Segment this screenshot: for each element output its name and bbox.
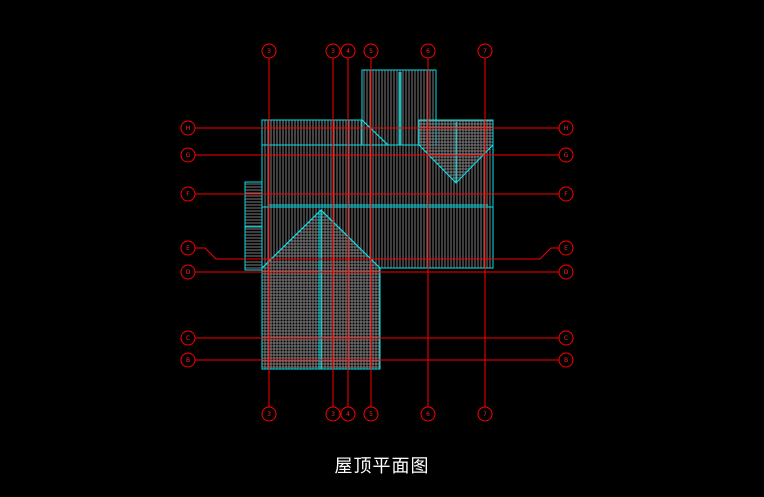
grid-line-horizontal xyxy=(195,247,559,260)
roof-ridge-lines xyxy=(245,72,493,369)
axis-right-bubble xyxy=(558,240,574,256)
axis-top-label: 7 xyxy=(483,48,487,55)
axis-left-bubble xyxy=(180,186,196,202)
axis-left-label: F xyxy=(186,191,190,198)
west-roof-extension xyxy=(244,181,263,271)
drawing-title: 屋顶平面图 xyxy=(334,456,430,477)
axis-bottom-label: 5 xyxy=(369,411,373,418)
axis-bottom-bubble xyxy=(420,406,436,422)
axis-left-label: C xyxy=(186,335,190,342)
axis-right-label: D xyxy=(564,269,569,276)
axis-bottom-label: 3 xyxy=(331,411,335,418)
axis-top-bubble xyxy=(261,43,277,59)
axis-left-label: D xyxy=(186,269,191,276)
axis-bottom-label: 6 xyxy=(426,411,430,418)
north-roof-strip xyxy=(261,119,363,146)
axis-left-label: G xyxy=(186,152,191,159)
axis-left-bubble xyxy=(180,330,196,346)
axis-left-bubble xyxy=(180,120,196,136)
axis-left-bubble xyxy=(180,264,196,280)
axis-right-label: G xyxy=(564,152,569,159)
axis-bottom-label: 4 xyxy=(346,411,350,418)
axis-top-label: 3 xyxy=(331,48,335,55)
axis-bottom-bubble xyxy=(477,406,493,422)
axis-bottom-bubble xyxy=(340,406,356,422)
axis-left-label: E xyxy=(186,245,190,252)
axis-bottom-bubble xyxy=(325,406,341,422)
axis-right-bubble xyxy=(558,120,574,136)
axis-right-label: B xyxy=(564,357,568,364)
axis-right-label: E xyxy=(564,245,568,252)
axis-top-bubble xyxy=(325,43,341,59)
axis-top-label: 4 xyxy=(346,48,350,55)
axis-left-label: B xyxy=(186,357,190,364)
axis-right-bubble xyxy=(558,330,574,346)
axis-right-bubble xyxy=(558,186,574,202)
axis-right-label: H xyxy=(564,125,569,132)
axis-left-bubble xyxy=(180,147,196,163)
roof-surfaces xyxy=(244,69,494,370)
axis-top-label: 3 xyxy=(267,48,271,55)
axis-top-bubble xyxy=(363,43,379,59)
axis-left-label: H xyxy=(186,125,191,132)
axis-top-label: 6 xyxy=(426,48,430,55)
axis-right-label: C xyxy=(564,335,568,342)
axis-right-bubble xyxy=(558,264,574,280)
axis-right-bubble xyxy=(558,352,574,368)
axis-top-bubble xyxy=(477,43,493,59)
axis-top-bubble xyxy=(340,43,356,59)
axis-right-bubble xyxy=(558,147,574,163)
axis-top-label: 5 xyxy=(369,48,373,55)
axis-bottom-bubble xyxy=(261,406,277,422)
axis-bottom-label: 3 xyxy=(267,411,271,418)
axis-bottom-label: 7 xyxy=(483,411,487,418)
axis-bottom-bubble xyxy=(363,406,379,422)
axis-left-bubble xyxy=(180,240,196,256)
axis-top-bubble xyxy=(420,43,436,59)
axis-left-bubble xyxy=(180,352,196,368)
axis-right-label: F xyxy=(564,191,568,198)
